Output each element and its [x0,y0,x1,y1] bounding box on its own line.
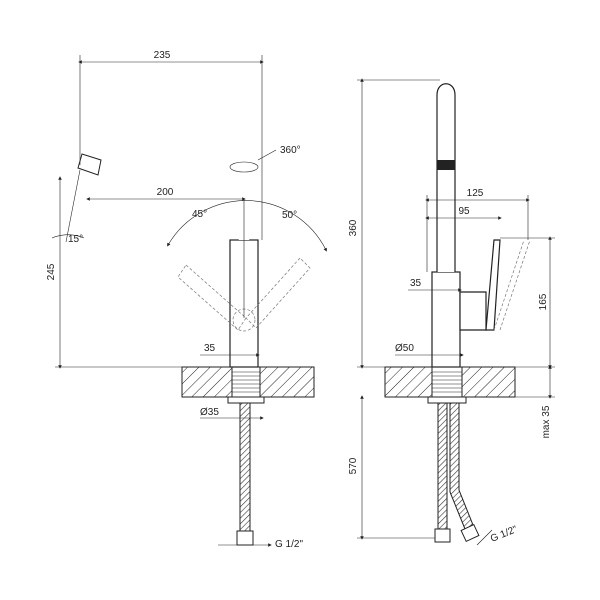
label-hose-length: 570 [348,457,359,474]
front-aerator [77,153,102,176]
label-handle-reach: 125 [467,188,484,199]
front-shank-thread [232,371,260,393]
side-hose-left [437,402,448,530]
side-hose-nut-right [460,523,480,543]
leader-side-hose-thread [476,529,493,546]
side-hose-nut-left [434,528,451,543]
leader-15 [65,169,81,243]
front-swivel-ellipse [229,161,259,173]
label-angle-left: 45° [192,209,207,220]
label-handle-height: 165 [538,293,549,310]
front-spout-fill [82,76,250,240]
side-nut [427,396,467,404]
side-body [431,271,461,368]
front-handle-right-ghost [245,257,311,329]
side-hose-right [449,402,474,530]
label-body-dia: 35 [204,343,216,354]
side-handle-base [459,291,487,331]
front-hose-nut [236,530,254,546]
label-height: 245 [46,263,57,280]
arc-15 [51,234,85,239]
label-angle-right: 50° [282,210,297,221]
label-spout-tilt: 15° [68,234,83,245]
label-counter-max: max 35 [541,405,552,438]
label-spout-reach: 200 [157,187,174,198]
front-shank [231,366,261,398]
front-angle-arc [167,200,327,252]
side-shank [431,366,463,398]
label-total-height: 360 [348,219,359,236]
side-aerator [437,160,455,170]
leader-360 [257,149,277,161]
label-thread-dia: Ø35 [200,407,219,418]
label-handle-inner: 95 [458,206,470,217]
side-handle-lever [485,239,501,331]
side-spout [436,83,456,272]
label-side-hose-thread: G 1/2" [489,524,520,545]
front-hose [239,402,251,532]
front-nut [227,396,265,404]
side-shank-thread [432,371,462,393]
side-handle-ghost [493,239,525,331]
label-overall-width: 235 [154,50,171,61]
label-side-body-dia: 35 [410,278,422,289]
label-base-dia: Ø50 [395,343,414,354]
label-swivel: 360° [280,145,301,156]
front-view: 235 200 360° 45° 50° 15° 245 35 Ø35 G 1/… [46,50,327,550]
side-handle-ghost-2 [499,239,531,331]
label-hose-thread: G 1/2" [275,539,303,550]
side-view: 360 125 95 165 35 Ø50 max 35 570 [348,78,555,546]
